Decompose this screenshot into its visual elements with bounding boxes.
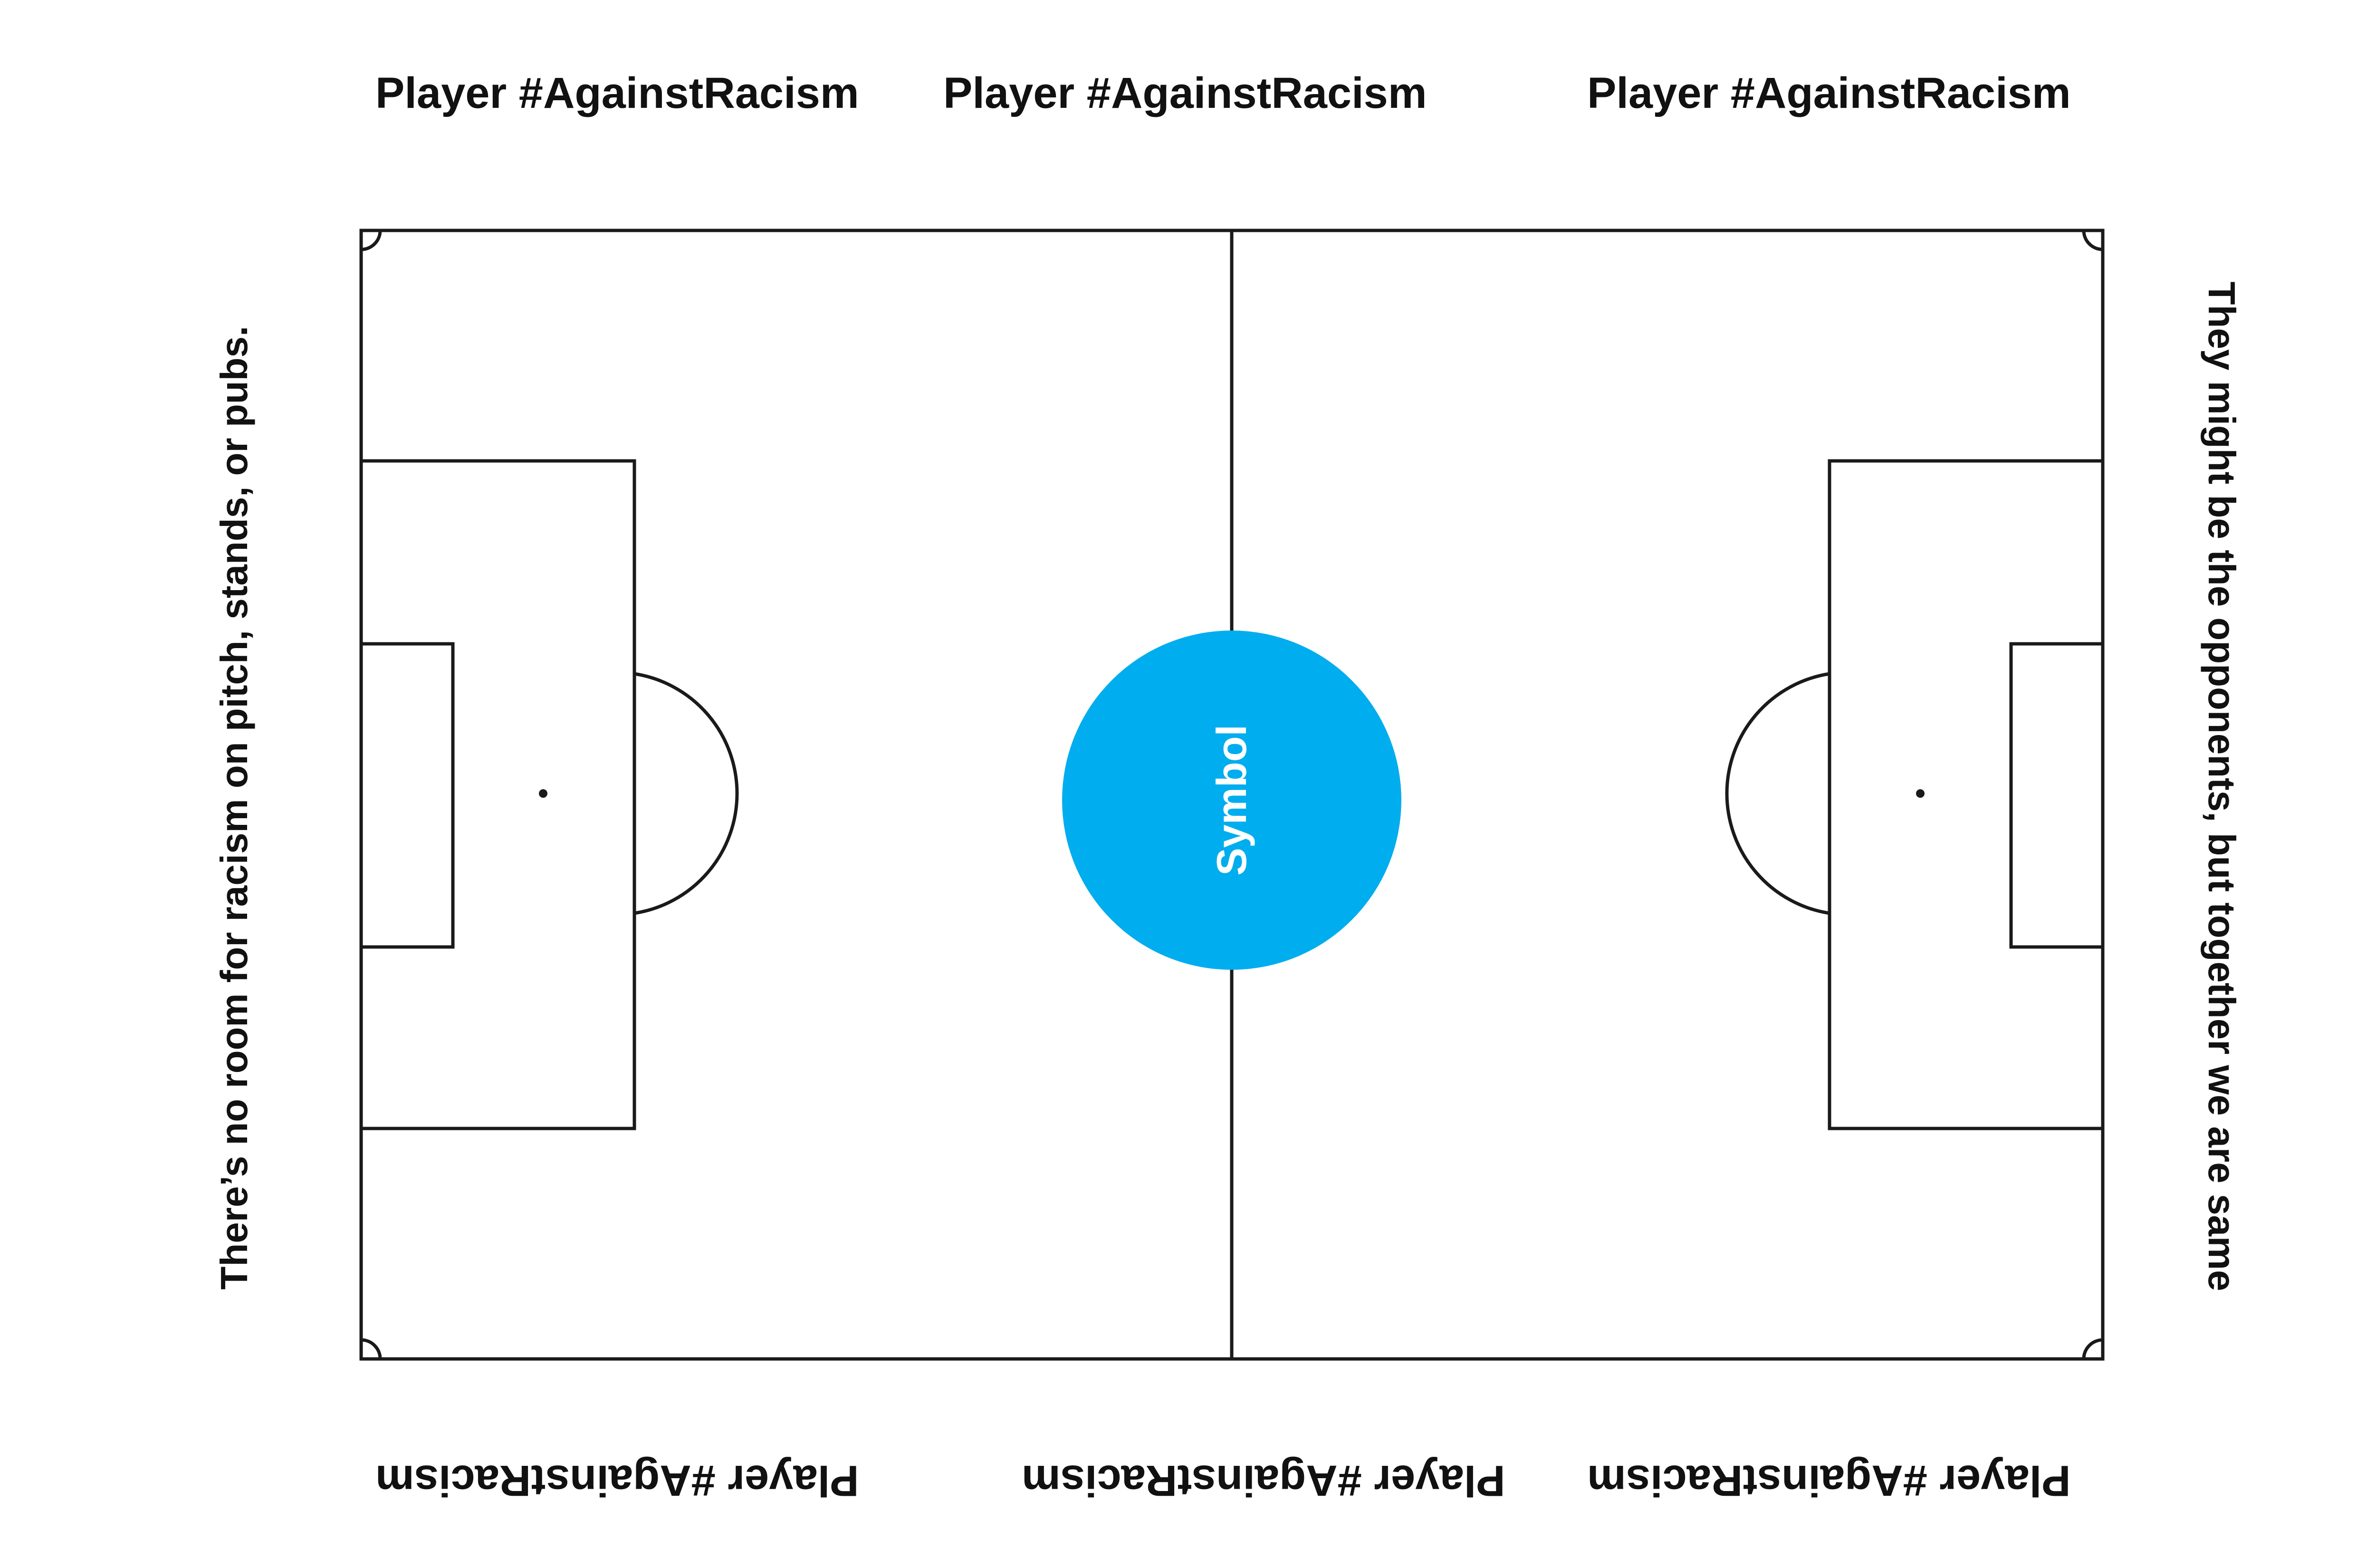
top-player-label-center: Player #AgainstRacism bbox=[943, 69, 1427, 117]
bottom-player-label-left: Player #AgainstRacism bbox=[375, 1456, 859, 1505]
right-penalty-arc bbox=[1725, 672, 1830, 915]
center-symbol-circle bbox=[1062, 631, 1401, 970]
bottom-player-label-center: Player #AgainstRacism bbox=[1022, 1456, 1505, 1505]
center-symbol-label: Symbol bbox=[1208, 725, 1255, 876]
right-penalty-spot bbox=[1916, 789, 1925, 798]
right-penalty-area bbox=[1828, 459, 2105, 1130]
corner-arc-top-left bbox=[361, 230, 382, 251]
corner-arc-top-right bbox=[2082, 230, 2103, 251]
left-penalty-arc bbox=[634, 672, 739, 915]
right-goal-area bbox=[2009, 642, 2105, 949]
top-player-label-right: Player #AgainstRacism bbox=[1587, 69, 2071, 117]
side-message-left: There’s no room for racism on pitch, sta… bbox=[213, 325, 255, 1290]
left-penalty-spot bbox=[539, 789, 547, 798]
top-player-label-left: Player #AgainstRacism bbox=[375, 69, 859, 117]
side-message-right: They might be the opponents, but togethe… bbox=[2201, 281, 2243, 1291]
left-penalty-area bbox=[359, 459, 636, 1130]
bottom-player-label-right: Player #AgainstRacism bbox=[1587, 1456, 2071, 1505]
corner-arc-bottom-right bbox=[2082, 1338, 2103, 1359]
left-goal-area bbox=[359, 642, 455, 949]
corner-arc-bottom-left bbox=[361, 1338, 382, 1359]
